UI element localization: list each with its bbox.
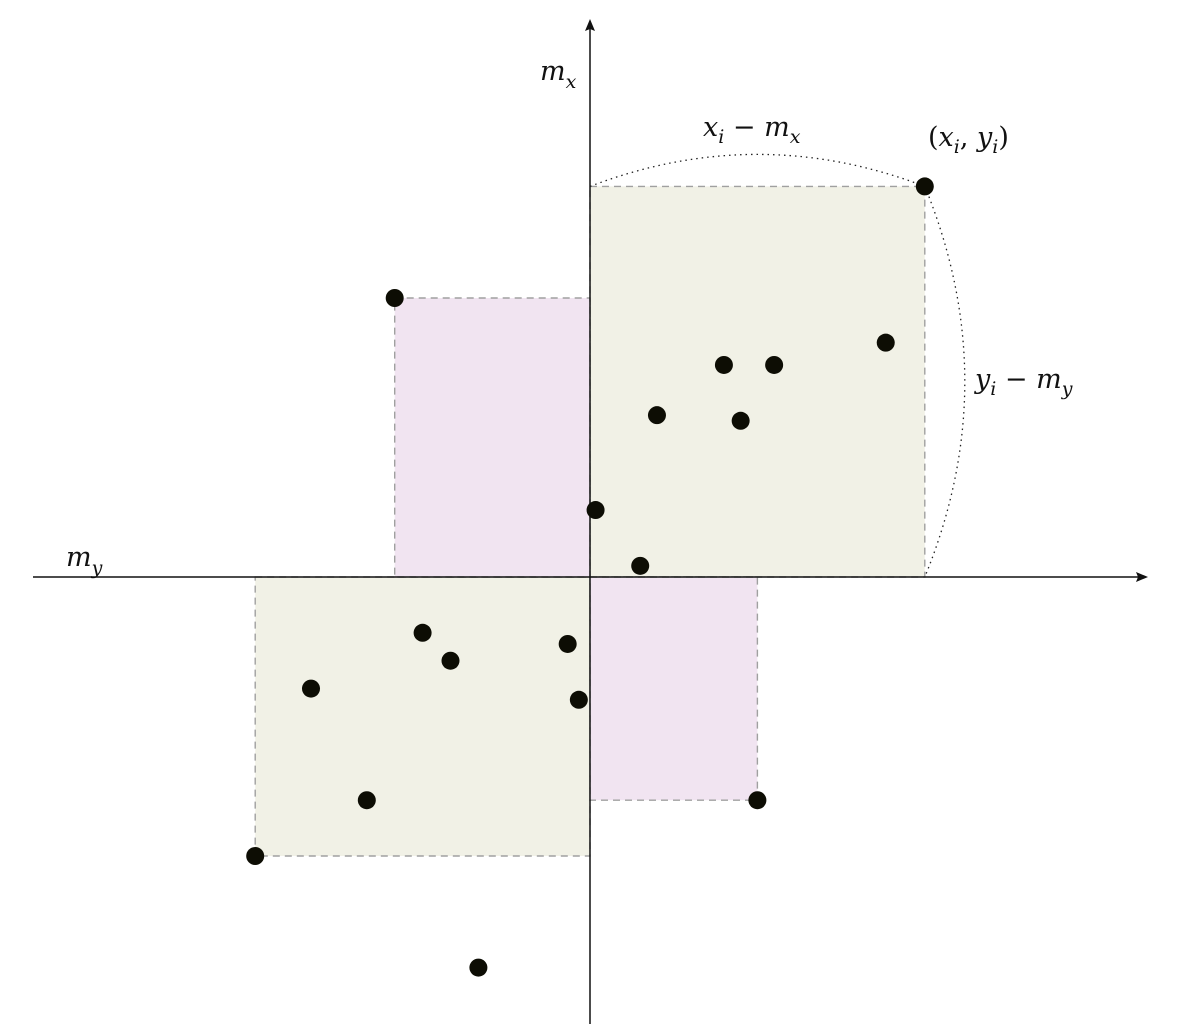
data-point	[586, 501, 605, 520]
highlighted-data-point	[915, 177, 934, 196]
deviation-arcs	[589, 153, 966, 578]
data-point	[441, 651, 460, 670]
horizontal-deviation-arc	[589, 153, 926, 188]
data-points	[246, 177, 934, 977]
vertical-axis-label: mx	[540, 56, 577, 93]
positive-deviation-rectangle	[589, 185, 926, 578]
horizontal-axis-label: my	[66, 542, 103, 579]
data-point	[714, 355, 733, 374]
data-point	[385, 289, 404, 307]
data-point	[569, 690, 588, 709]
data-point	[876, 333, 895, 352]
negative-deviation-rectangle	[394, 297, 591, 578]
positive-deviation-rectangle	[254, 576, 591, 857]
data-point	[647, 406, 666, 425]
horizontal-deviation-label: xi − mx	[703, 112, 801, 148]
deviation-rectangles	[254, 185, 926, 857]
vertical-deviation-label: yi − my	[974, 364, 1073, 400]
data-point	[558, 634, 577, 653]
data-point	[246, 847, 265, 865]
data-point	[357, 791, 376, 810]
point-coordinates-label: (xi, yi)	[928, 122, 1009, 158]
horizontal-axis-arrowhead	[1136, 572, 1148, 582]
data-point	[765, 355, 784, 374]
data-point	[413, 623, 432, 642]
vertical-deviation-arc	[924, 186, 966, 578]
negative-deviation-rectangle	[589, 576, 759, 801]
data-point	[731, 411, 750, 430]
vertical-axis-arrowhead	[585, 19, 595, 31]
data-point	[631, 556, 650, 575]
data-point	[302, 679, 320, 698]
axes	[33, 19, 1148, 1024]
data-point	[469, 958, 488, 977]
data-point	[748, 791, 767, 810]
